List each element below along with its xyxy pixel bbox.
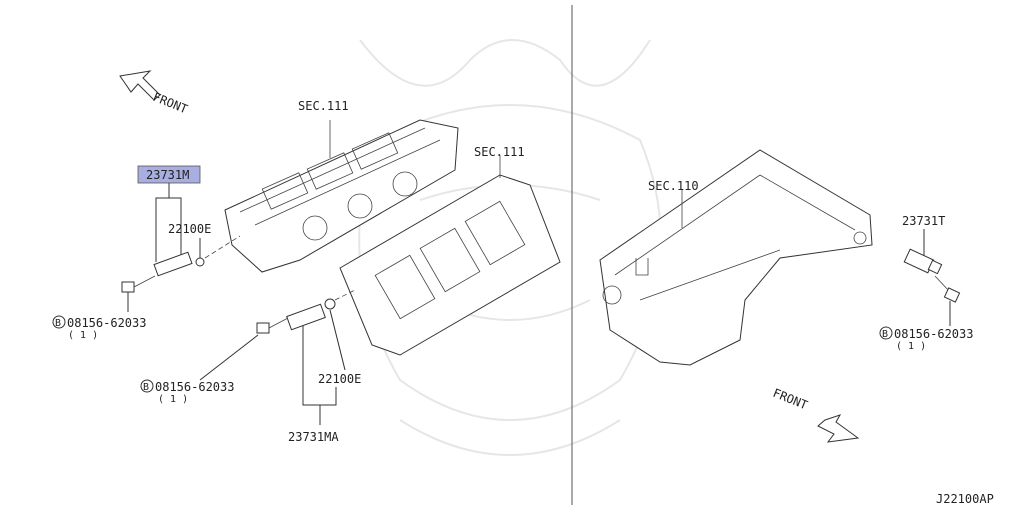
- svg-text:B: B: [55, 318, 61, 329]
- bolt-label-right[interactable]: B 08156-62033 ( 1 ): [879, 326, 973, 352]
- svg-text:B: B: [143, 382, 149, 393]
- part-label-22100e-lower[interactable]: 22100E: [318, 372, 361, 386]
- cam-sensor-upper: [153, 251, 205, 277]
- svg-text:08156-62033: 08156-62033: [67, 316, 146, 330]
- part-label-23731t[interactable]: 23731T: [902, 214, 945, 228]
- svg-text:( 1 ): ( 1 ): [158, 394, 188, 405]
- cam-sensor-lower: [286, 298, 336, 331]
- bolt-right: [934, 275, 961, 303]
- diagram-code: J22100AP: [936, 492, 994, 506]
- sec-ref-oil-pan[interactable]: SEC.110: [648, 179, 699, 193]
- part-label-23731m[interactable]: 23731M: [146, 168, 189, 182]
- bolt-label-left-lower[interactable]: B 08156-62033 ( 1 ): [140, 379, 234, 405]
- bolt-label-left-upper[interactable]: B 08156-62033 ( 1 ): [52, 315, 146, 341]
- svg-text:08156-62033: 08156-62033: [155, 380, 234, 394]
- bolt-upper: [121, 275, 156, 293]
- sec-ref-head-left[interactable]: SEC.111: [298, 99, 349, 113]
- svg-text:08156-62033: 08156-62033: [894, 327, 973, 341]
- cylinder-head-right: [339, 155, 561, 356]
- cylinder-head-left: [224, 119, 459, 273]
- svg-text:( 1 ): ( 1 ): [896, 341, 926, 352]
- bolt-lower: [256, 317, 289, 334]
- svg-text:B: B: [882, 329, 888, 340]
- front-label-bottom: FRONT: [771, 386, 810, 413]
- front-arrow-top: FRONT: [119, 70, 190, 117]
- part-label-22100e-upper[interactable]: 22100E: [168, 222, 211, 236]
- crank-sensor: [903, 248, 943, 275]
- front-label-top: FRONT: [151, 90, 190, 117]
- oil-pan: [599, 149, 873, 366]
- svg-text:( 1 ): ( 1 ): [68, 330, 98, 341]
- part-label-23731ma[interactable]: 23731MA: [288, 430, 339, 444]
- sec-ref-head-right[interactable]: SEC.111: [474, 145, 525, 159]
- front-arrow-bottom: FRONT: [771, 386, 860, 443]
